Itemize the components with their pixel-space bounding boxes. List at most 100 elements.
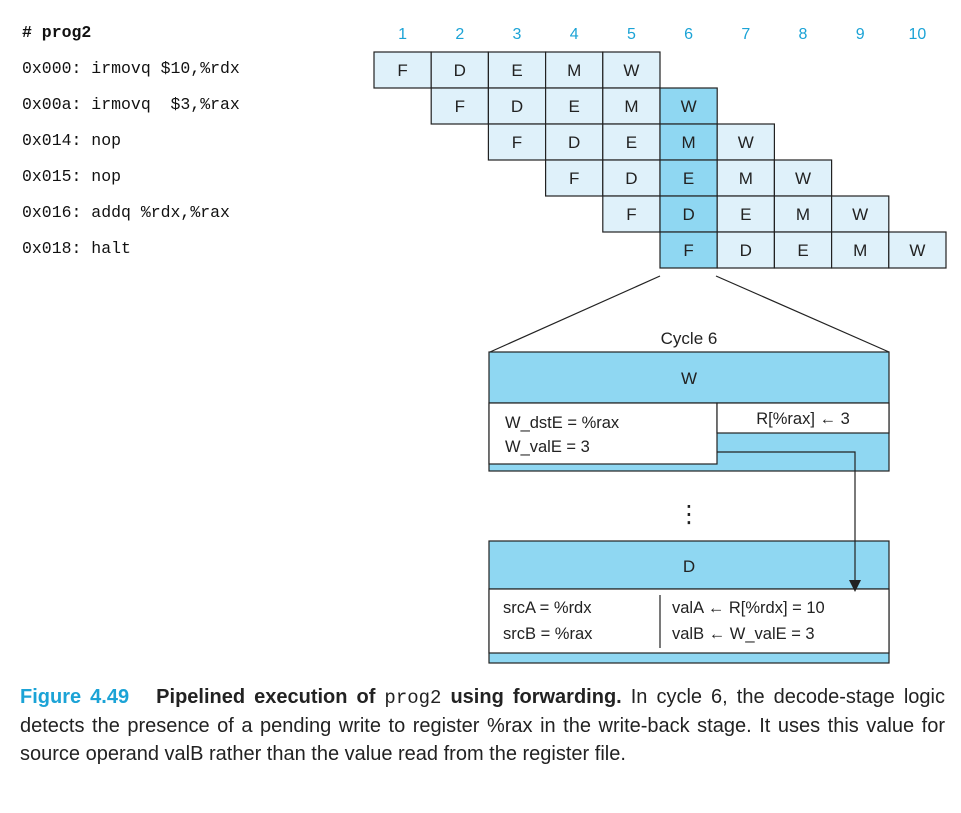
pipeline-cell: E (659, 159, 718, 197)
pipeline-stage-label: D (511, 97, 523, 116)
pipeline-stage-label: W (623, 61, 639, 80)
cycle-number: 10 (909, 26, 927, 43)
w-stage-label: W (681, 369, 697, 388)
pipeline-stage-label: F (397, 61, 407, 80)
decode-stage: D srcA = %rdx srcB = %rax valA ← R[%rdx]… (488, 540, 890, 664)
pipeline-stage-label: E (511, 61, 522, 80)
pipeline-cell: W (773, 159, 833, 197)
forwarding-arrowhead (849, 580, 861, 592)
program-line: 0x016: addq %rdx,%rax (22, 203, 230, 222)
zoom-line-left (489, 275, 661, 353)
pipeline-cell: E (544, 87, 604, 125)
pipeline-cell: M (830, 231, 890, 269)
pipeline-stage-label: F (455, 97, 465, 116)
pipeline-stage-label: W (909, 241, 925, 260)
pipeline-cell: W (602, 51, 661, 89)
cycle-number: 7 (741, 26, 750, 43)
pipeline-cell: F (602, 195, 661, 233)
pipeline-cell-box (602, 87, 661, 125)
program-line: 0x000: irmovq $10,%rdx (22, 59, 240, 78)
w-vale-line: W_valE = 3 (505, 438, 590, 456)
pipeline-cell-box (602, 123, 661, 161)
pipeline-cell: F (487, 123, 547, 161)
pipeline-cell: D (430, 51, 490, 89)
pipeline-stage-label: W (852, 205, 868, 224)
cycle-number: 6 (684, 26, 693, 43)
caption-title-mono: prog2 (384, 687, 442, 709)
pipeline-cell: F (659, 231, 718, 269)
pipeline-stage-label: D (740, 241, 752, 260)
pipeline-cell: M (716, 159, 776, 197)
w-stage-write-box (716, 402, 890, 434)
d-stage-fields (488, 588, 890, 654)
pipeline-cell-box (888, 231, 947, 269)
pipeline-stage-label: E (797, 241, 808, 260)
program-line: 0x014: nop (22, 131, 122, 150)
pipeline-cell-box (773, 195, 833, 233)
pipeline-stage-label: D (625, 169, 637, 188)
valb-line: valB ← W_valE = 3 (672, 625, 815, 643)
pipeline-cell-box (773, 231, 833, 269)
pipeline-cell-box (602, 195, 661, 233)
pipeline-stage-label: D (454, 61, 466, 80)
pipeline-cell: E (602, 123, 661, 161)
pipeline-cell-box (544, 87, 604, 125)
program-line: 0x015: nop (22, 167, 122, 186)
pipeline-cell-box (544, 123, 604, 161)
w-dste-line: W_dstE = %rax (505, 414, 620, 432)
pipeline-stage-label: M (682, 133, 696, 152)
pipeline-stage-label: M (624, 97, 638, 116)
pipeline-stage-label: W (738, 133, 754, 152)
srcb-line: srcB = %rax (503, 625, 593, 643)
srca-line: srcA = %rdx (503, 599, 592, 617)
cycle-number: 5 (627, 26, 636, 43)
w-stage-register-fields (488, 402, 718, 465)
pipeline-cell: M (602, 87, 661, 125)
program-line: 0x018: halt (22, 239, 131, 258)
caption-title-post: using forwarding. (450, 686, 622, 708)
pipeline-cell-box (830, 231, 890, 269)
pipeline-stage-label: F (683, 241, 693, 260)
cycle-number: 4 (570, 26, 579, 43)
zoom-title: Cycle 6 (661, 329, 718, 348)
pipeline-cell-box (487, 87, 547, 125)
pipeline-cell: M (544, 51, 604, 89)
pipeline-cell: W (888, 231, 947, 269)
pipeline-stage-label: F (626, 205, 636, 224)
pipeline-cell: E (716, 195, 776, 233)
vala-line: valA ← R[%rdx] = 10 (672, 599, 825, 617)
pipeline-cell: E (773, 231, 833, 269)
pipeline-stage-label: M (853, 241, 867, 260)
ellipsis: ⋮ (677, 501, 701, 528)
pipeline-stage-label: E (740, 205, 751, 224)
pipeline-stage-label: F (512, 133, 522, 152)
pipeline-cell-box (773, 159, 833, 197)
pipeline-cell: D (716, 231, 776, 269)
pipeline-cell-box (544, 51, 604, 89)
write-back-stage: W W_dstE = %rax W_valE = 3 R[%rax] ← 3 (488, 351, 890, 472)
caption-title-pre: Pipelined execution of (156, 686, 376, 708)
pipeline-cell-box (830, 195, 890, 233)
d-stage-label: D (683, 557, 695, 576)
figure-caption: Figure 4.49 Pipelined execution of prog2… (20, 683, 945, 768)
pipeline-stage-label: M (796, 205, 810, 224)
program-title: # prog2 (22, 23, 92, 42)
pipeline-cell: F (373, 51, 432, 89)
pipeline-stage-label: F (569, 169, 579, 188)
pipeline-stage-label: E (569, 97, 580, 116)
program-listing: # prog2 0x000: irmovq $10,%rdx 0x00a: ir… (22, 22, 240, 274)
pipeline-stage-label: M (739, 169, 753, 188)
pipeline-cell: D (544, 123, 604, 161)
pipeline-stage-label: D (682, 205, 694, 224)
pipeline-cell: M (659, 123, 718, 161)
pipeline-stage-label: W (681, 97, 697, 116)
pipeline-cell-box (487, 51, 547, 89)
pipeline-cell: D (487, 87, 547, 125)
pipeline-stage-label: E (626, 133, 637, 152)
pipeline-cell-box (659, 231, 718, 269)
pipeline-cell: W (716, 123, 776, 161)
pipeline-cell: M (773, 195, 833, 233)
caption-text: In cycle 6, the decode-stage logic detec… (20, 686, 945, 765)
